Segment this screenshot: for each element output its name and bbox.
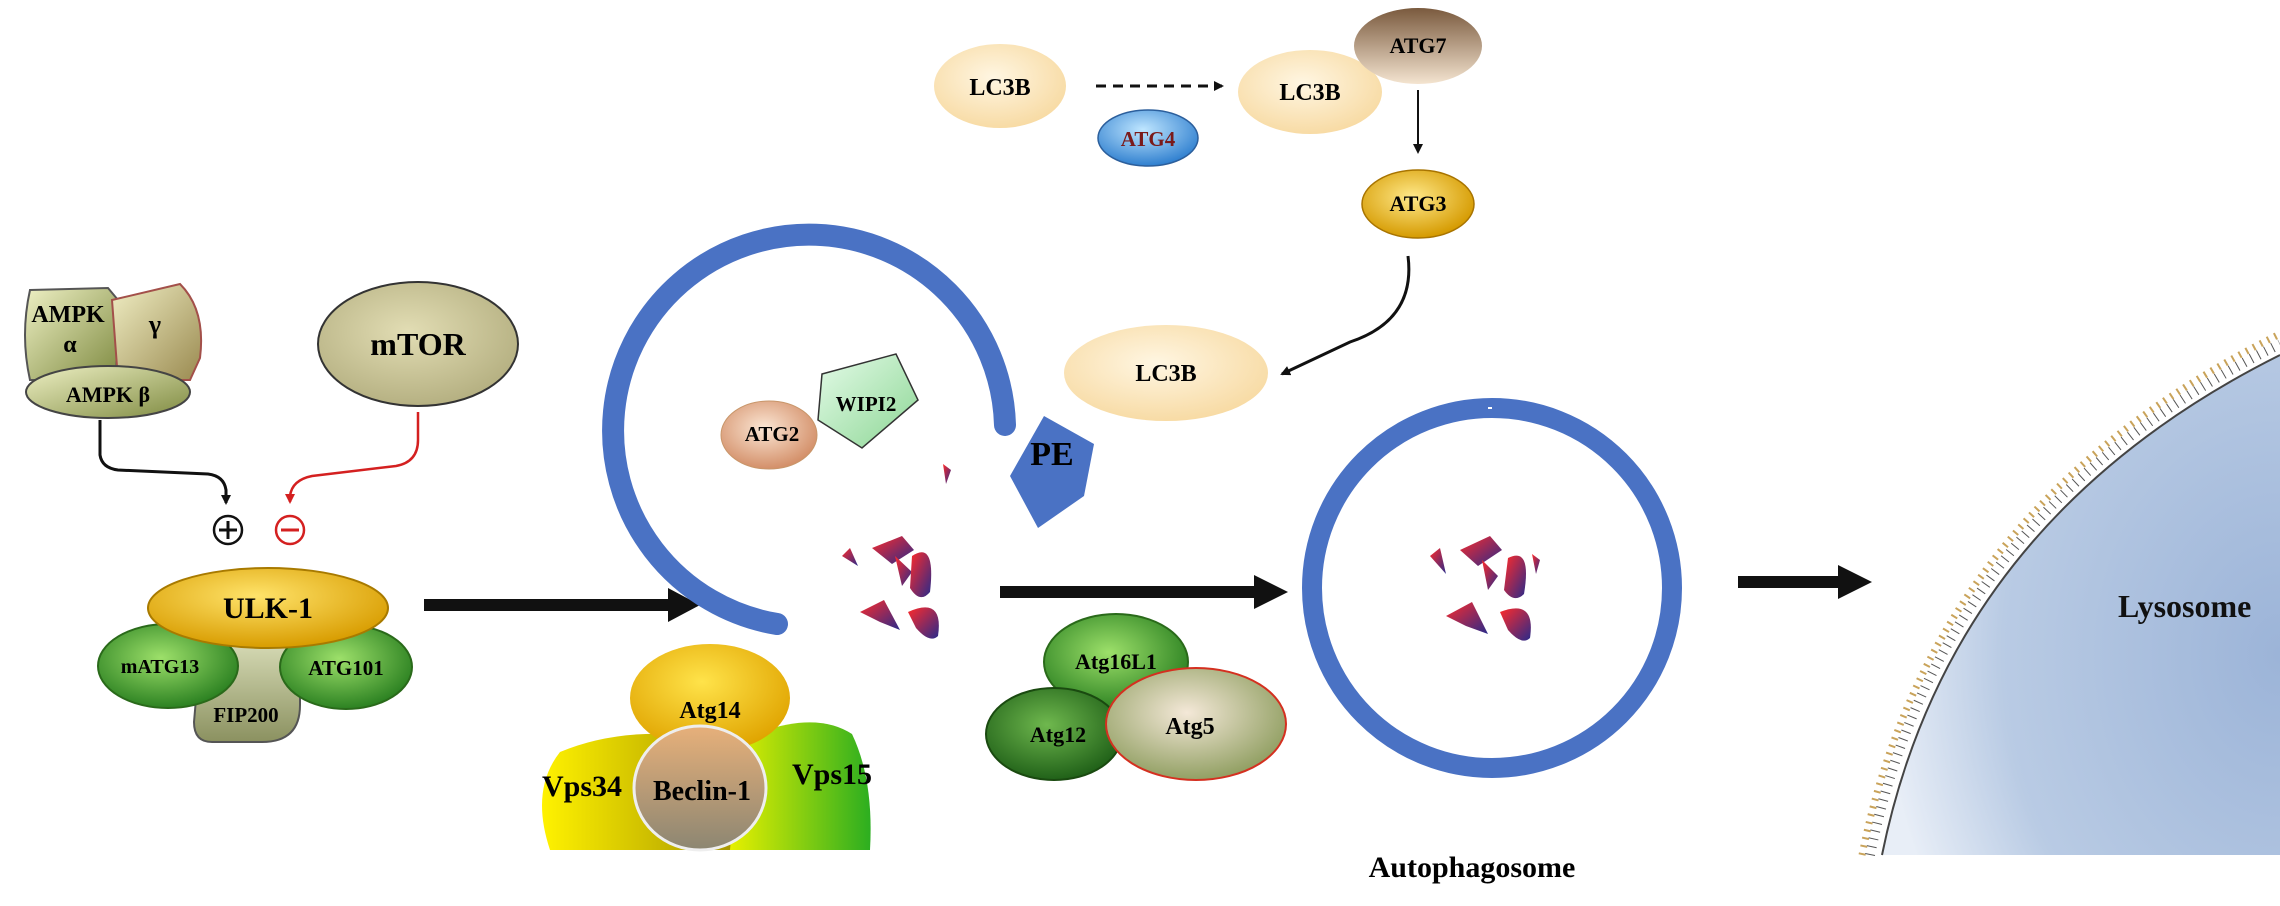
lysosome-membrane-inner — [1881, 354, 2280, 856]
lc3b-atg7-label: LC3B — [1279, 80, 1340, 106]
ampk-beta-subunit — [25, 365, 191, 419]
atg2: ATG2 — [720, 400, 818, 470]
atg4-label: ATG4 — [1121, 127, 1176, 151]
wipi2: WIPI2 — [817, 353, 919, 449]
ampk-complex: AMPK α γ AMPK β — [24, 282, 203, 419]
ampk-beta-label: AMPK β — [66, 382, 150, 407]
mtor-inhibition-arrow — [285, 412, 420, 504]
ulk1-label: ULK-1 — [223, 592, 313, 625]
ampk-alpha-label: AMPK — [31, 302, 105, 328]
arrow-phagophore-to-autophagosome — [1000, 575, 1288, 609]
atg2-label: ATG2 — [745, 422, 799, 446]
lysosome-label: Lysosome — [2118, 588, 2251, 624]
ampk-activation-arrow — [98, 420, 231, 505]
mtor-label: mTOR — [370, 326, 466, 362]
atg7-label: ATG7 — [1389, 33, 1446, 58]
pe-label: PE — [1030, 436, 1073, 473]
lc3b-lipidated: LC3B — [1064, 325, 1268, 421]
atg3: ATG3 — [1361, 169, 1475, 239]
vps15-subunit — [730, 722, 871, 850]
beclin1-label: Beclin-1 — [653, 776, 751, 807]
arrow-autophagosome-to-lysosome — [1738, 565, 1872, 599]
lc3b-atg7: LC3B — [1238, 50, 1382, 134]
atg12-label: Atg12 — [1030, 722, 1086, 747]
atg14-subunit — [630, 644, 790, 752]
autophagosome: Autophagosome — [1302, 398, 1682, 884]
autophagosome-label: Autophagosome — [1369, 851, 1576, 884]
atg5-subunit — [1105, 667, 1287, 781]
ampk-alpha-symbol: α — [63, 332, 77, 358]
autophagosome-cargo — [1430, 536, 1540, 641]
atg14-label: Atg14 — [679, 698, 740, 724]
atg3-to-lc3b-arrow — [1280, 255, 1411, 376]
phagophore-membrane — [602, 223, 1016, 635]
atg7: ATG7 — [1354, 8, 1482, 84]
vps15-label: Vps15 — [792, 758, 872, 791]
autophagosome-membrane — [1302, 398, 1682, 778]
vps34-label: Vps34 — [542, 770, 622, 803]
atg5-label: Atg5 — [1165, 714, 1214, 740]
arrow-ulk-to-phagophore — [424, 588, 700, 622]
atg3-label: ATG3 — [1389, 191, 1446, 216]
minus-symbol — [274, 514, 306, 546]
plus-symbol — [212, 514, 244, 546]
lc3b-precursor: LC3B — [934, 44, 1066, 128]
ampk-gamma-label: γ — [148, 310, 161, 339]
beclin1-subunit — [632, 724, 768, 852]
mtor: mTOR — [317, 281, 519, 407]
ampk-gamma-subunit — [110, 282, 203, 381]
pe: PE — [1010, 416, 1094, 528]
atg4: ATG4 — [1097, 109, 1199, 167]
wipi2-label: WIPI2 — [836, 392, 897, 416]
atg16l1-label: Atg16L1 — [1075, 649, 1157, 674]
atg16l1-complex: Atg16L1 Atg12 Atg5 — [985, 613, 1287, 781]
ulk1-complex: ULK-1 mATG13 ATG101 FIP200 — [97, 567, 413, 743]
lc3b-lipidated-label: LC3B — [1135, 361, 1196, 387]
matg13-label: mATG13 — [121, 656, 200, 678]
fip200-label: FIP200 — [213, 703, 278, 727]
pi3k-complex: Atg14 Vps34 Beclin-1 Vps15 — [542, 644, 872, 852]
lc3b-precursor-label: LC3B — [969, 75, 1030, 101]
phagophore-cargo — [842, 464, 951, 639]
atg101-label: ATG101 — [308, 656, 383, 680]
lysosome: Lysosome — [1858, 330, 2280, 857]
ulk1-subunit — [147, 567, 389, 649]
